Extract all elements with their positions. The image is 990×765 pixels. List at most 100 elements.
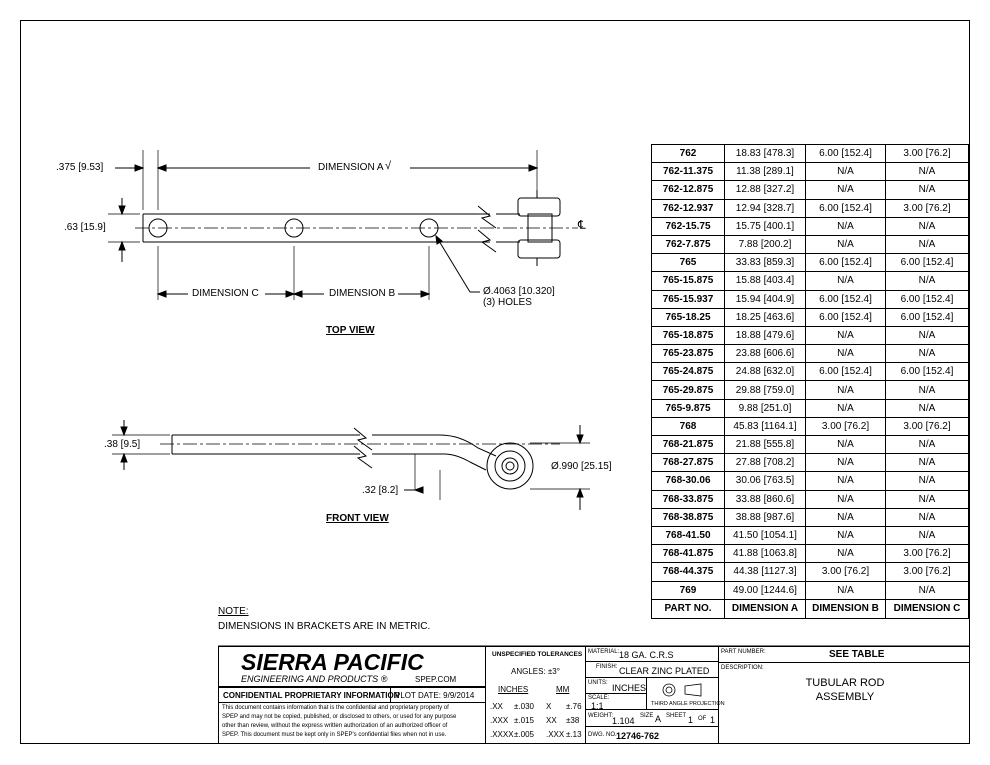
dimension-b-cell: N/A (805, 489, 886, 509)
dimension-b-cell: N/A (805, 398, 886, 418)
top-view-title: TOP VIEW (326, 325, 375, 336)
table-header: PART NO. (651, 598, 725, 619)
company-name: SIERRA PACIFIC (241, 649, 424, 675)
tolerance-value: .XX (490, 702, 503, 711)
dimension-a-cell: 30.06 [763.5] (724, 471, 806, 491)
part-number-cell: 762 (651, 143, 725, 164)
note-title: NOTE: (218, 606, 249, 617)
dwg-label: DWG. NO. (588, 732, 617, 738)
dimension-c-cell: N/A (885, 398, 969, 418)
tolerance-value: ±.76 (566, 702, 582, 711)
tolerance-value: XX (546, 716, 557, 725)
confidential-line: SPEP. This document must be kept only in… (222, 732, 447, 738)
dimension-b-cell: N/A (805, 344, 886, 364)
dimension-c-label: DIMENSION C (192, 288, 259, 299)
dimension-a-cell: 27.88 [708.2] (724, 453, 806, 473)
dimension-a-cell: 45.83 [1164.1] (724, 416, 806, 437)
dimension-a-label: DIMENSION A (318, 162, 384, 173)
tolerance-value: X (546, 702, 552, 711)
dimension-b-cell: N/A (805, 234, 886, 255)
confidential-title: CONFIDENTIAL PROPRIETARY INFORMATION (223, 691, 400, 700)
break-mark (477, 205, 497, 229)
dimension-b-cell: N/A (805, 507, 886, 527)
of-label: OF (698, 716, 707, 722)
projection-label: THIRD ANGLE PROJECTION (651, 701, 725, 707)
width-dim: .375 [9.53] (56, 162, 104, 173)
company-sub: ENGINEERING AND PRODUCTS ® (241, 674, 388, 684)
tolerances-block: UNSPECIFIED TOLERANCES ANGLES: ±3° INCHE… (485, 646, 586, 744)
part-number-cell: 768-44.375 (651, 562, 725, 582)
dimension-b-cell: 6.00 [152.4] (805, 307, 886, 327)
sheet-label: SHEET (666, 713, 687, 719)
part-number-label: PART NUMBER: (721, 649, 766, 655)
plot-date: PLOT DATE: 9/9/2014 (395, 691, 475, 700)
finish-cell: FINISH: CLEAR ZINC PLATED (585, 661, 719, 678)
dimension-c-cell: 3.00 [76.2] (885, 143, 969, 164)
size-value: A (655, 714, 662, 724)
description-cell: DESCRIPTION: TUBULAR ROD ASSEMBLY (718, 662, 970, 744)
table-header: DIMENSION C (885, 598, 969, 619)
part-number-cell: 768-41.875 (651, 544, 725, 564)
offset-dim: .32 [8.2] (362, 485, 399, 496)
part-number-cell: PART NUMBER: SEE TABLE (718, 646, 970, 663)
dimension-a-cell: 44.38 [1127.3] (724, 562, 806, 582)
scale-value: 1:1 (591, 701, 604, 711)
dimension-a-cell: 41.50 [1054.1] (724, 525, 806, 546)
dimension-c-cell: N/A (885, 471, 969, 491)
units-label: UNITS: (588, 680, 608, 686)
part-number-cell: 765 (651, 253, 725, 273)
eye-dia-dim: Ø.990 [25.15] (551, 461, 612, 472)
dimension-c-cell: 3.00 [76.2] (885, 416, 969, 437)
mm-header: MM (556, 685, 570, 694)
dimension-c-cell: N/A (885, 325, 969, 346)
dimension-a-cell: 41.88 [1063.8] (724, 544, 806, 564)
dimension-b-cell: N/A (805, 453, 886, 473)
description-label: DESCRIPTION: (721, 665, 764, 671)
part-number-cell: 765-15.937 (651, 289, 725, 309)
dimension-a-cell: 7.88 [200.2] (724, 234, 806, 255)
dimension-c-cell: N/A (885, 525, 969, 546)
dimension-b-cell: 6.00 [152.4] (805, 362, 886, 382)
weight-cell: WEIGHT: 1.104 SIZE A SHEET 1 OF 1 (585, 709, 719, 727)
confidential-title-cell: CONFIDENTIAL PROPRIETARY INFORMATION (218, 687, 399, 703)
dimension-c-cell: N/A (885, 507, 969, 527)
confidential-line: SPEP and may not be copied, published, o… (222, 714, 457, 720)
clevis-lower (517, 239, 561, 259)
finish-value: CLEAR ZINC PLATED (619, 666, 710, 676)
units-value: INCHES (612, 683, 647, 693)
thickness-dim: .38 [9.5] (104, 439, 141, 450)
dimension-b-cell: N/A (805, 271, 886, 291)
tolerance-value: ±.13 (566, 730, 582, 739)
dimension-a-cell: 18.88 [479.6] (724, 325, 806, 346)
dimension-b-cell: N/A (805, 525, 886, 546)
part-number-cell: 762-11.375 (651, 162, 725, 182)
dimension-b-cell: 6.00 [152.4] (805, 143, 886, 164)
dimension-c-cell: N/A (885, 380, 969, 400)
material-cell: MATERIAL: 18 GA. C.R.S (585, 646, 719, 662)
tolerance-value: ±38 (566, 716, 580, 725)
front-view-title: FRONT VIEW (326, 513, 389, 524)
dimension-c-cell: N/A (885, 453, 969, 473)
tolerance-value: .XXX (490, 716, 509, 725)
table-header: DIMENSION B (805, 598, 886, 619)
confidential-line: other than review, without the express w… (222, 723, 448, 729)
dimension-c-cell: N/A (885, 344, 969, 364)
dimension-a-cell: 49.00 [1244.6] (724, 580, 806, 600)
angles: ANGLES: ±3° (511, 667, 560, 676)
dimension-b-cell: N/A (805, 380, 886, 400)
dimension-a-cell: 15.94 [404.9] (724, 289, 806, 309)
projection-icon (662, 683, 702, 697)
